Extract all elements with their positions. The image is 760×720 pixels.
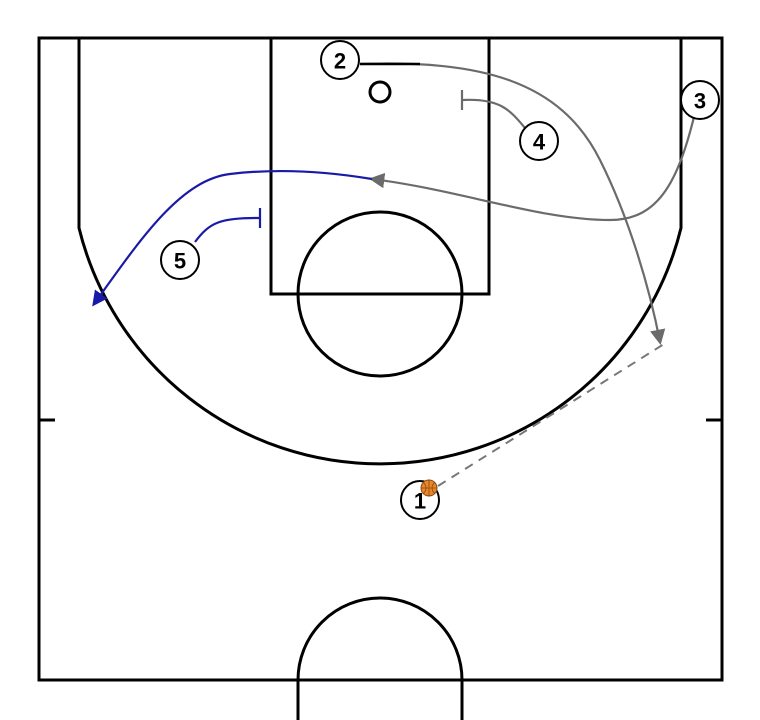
- player-5: 5: [160, 240, 200, 280]
- basket-rim: [368, 80, 392, 104]
- player-3: 3: [680, 80, 720, 120]
- three-point-line: [77, 38, 683, 466]
- player-3-label: 3: [694, 89, 706, 114]
- blue-movement-path: [92, 169, 373, 307]
- player-4-label: 4: [533, 130, 546, 155]
- basketball-icon: [420, 479, 438, 497]
- pass-line: [437, 343, 665, 487]
- player-2-label: 2: [334, 49, 346, 74]
- player-3-cut-path: [368, 99, 700, 222]
- player-4-screen-path: [461, 98, 526, 129]
- player-4: 4: [519, 121, 559, 161]
- player-2: 2: [320, 40, 360, 80]
- player-2-cut-path: [359, 62, 666, 346]
- player-1-label: 1: [414, 489, 426, 514]
- center-circle: [296, 596, 464, 720]
- court-boundary: [37, 36, 724, 682]
- player-5-screen-path: [194, 216, 261, 243]
- free-throw-circle: [296, 210, 464, 378]
- paint-lane: [269, 36, 491, 296]
- player-5-label: 5: [174, 249, 186, 274]
